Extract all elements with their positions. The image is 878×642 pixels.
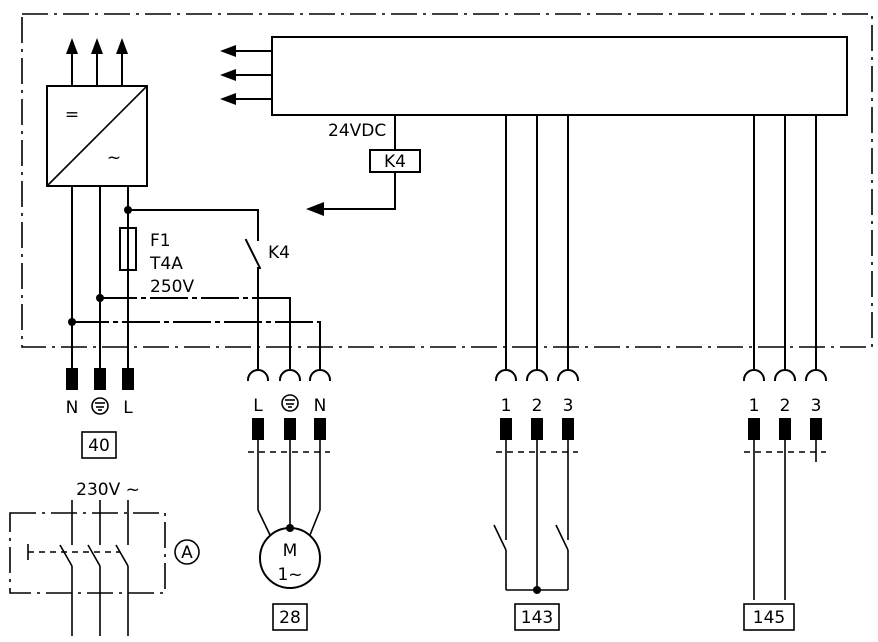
dc-symbol: = bbox=[65, 105, 79, 125]
fuse-rating: T4A bbox=[149, 254, 183, 274]
enclosure-boundary bbox=[21, 13, 873, 348]
callout-a-label: A bbox=[181, 543, 193, 563]
terminal-145-id: 145 bbox=[753, 608, 785, 628]
l-branch bbox=[124, 206, 259, 241]
psu-output-arrows bbox=[66, 38, 128, 87]
mains-switch bbox=[9, 500, 166, 636]
motor: M 1~ bbox=[259, 524, 321, 589]
ground-icon bbox=[91, 397, 109, 415]
relay-contact-label: K4 bbox=[268, 243, 290, 263]
relay-k4-contact: K4 bbox=[244, 238, 290, 369]
power-supply-converter: = ~ bbox=[46, 85, 148, 187]
terminal-143-blocks bbox=[500, 418, 574, 440]
terminal-143-id: 143 bbox=[521, 608, 553, 628]
ground-icon bbox=[281, 394, 299, 412]
terminal-40-pin-l: L bbox=[123, 398, 133, 418]
callout-a: A bbox=[174, 539, 200, 565]
board-output-arrows bbox=[220, 45, 273, 105]
terminal-28-id: 28 bbox=[279, 608, 301, 628]
bus-145-wires bbox=[753, 114, 817, 369]
fuse-name: F1 bbox=[150, 231, 171, 251]
supply-voltage: 230V ~ bbox=[76, 480, 140, 500]
socket-arcs bbox=[246, 369, 828, 382]
fuse-f1: F1 T4A 250V bbox=[119, 227, 194, 297]
terminal-145-blocks bbox=[748, 418, 822, 440]
terminal-143-pin-1: 1 bbox=[501, 396, 512, 416]
terminal-40-blocks bbox=[66, 368, 134, 390]
terminal-143-box bbox=[514, 603, 560, 631]
terminal-145-wires bbox=[744, 440, 826, 600]
n-branch bbox=[68, 318, 321, 369]
terminal-40-box bbox=[81, 431, 117, 459]
bus-143-wires bbox=[505, 114, 569, 369]
voltage-label: 24VDC bbox=[328, 121, 386, 141]
control-board bbox=[271, 36, 848, 116]
terminal-28-blocks bbox=[252, 418, 326, 440]
terminal-40-pin-n: N bbox=[66, 398, 79, 418]
terminal-40-id: 40 bbox=[88, 436, 110, 456]
motor-letter: M bbox=[283, 541, 298, 561]
terminal-28-pin-n: N bbox=[314, 396, 327, 416]
terminal-145-pin-3: 3 bbox=[811, 396, 822, 416]
terminal-143-pin-3: 3 bbox=[563, 396, 574, 416]
motor-phase: 1~ bbox=[277, 565, 302, 585]
ac-symbol: ~ bbox=[107, 148, 121, 168]
terminal-28-box bbox=[272, 603, 308, 631]
terminal-143-pin-2: 2 bbox=[532, 396, 543, 416]
terminal-28-pin-l: L bbox=[253, 396, 263, 416]
relay-k4-coil-circuit: 24VDC K4 bbox=[306, 114, 421, 216]
relay-coil-label: K4 bbox=[384, 152, 406, 172]
terminal-145-box bbox=[743, 603, 795, 631]
fuse-voltage: 250V bbox=[150, 277, 194, 297]
terminal-145-pin-1: 1 bbox=[749, 396, 760, 416]
pe-branch bbox=[96, 294, 291, 369]
terminal-143-switch bbox=[493, 440, 578, 594]
terminal-145-pin-2: 2 bbox=[780, 396, 791, 416]
